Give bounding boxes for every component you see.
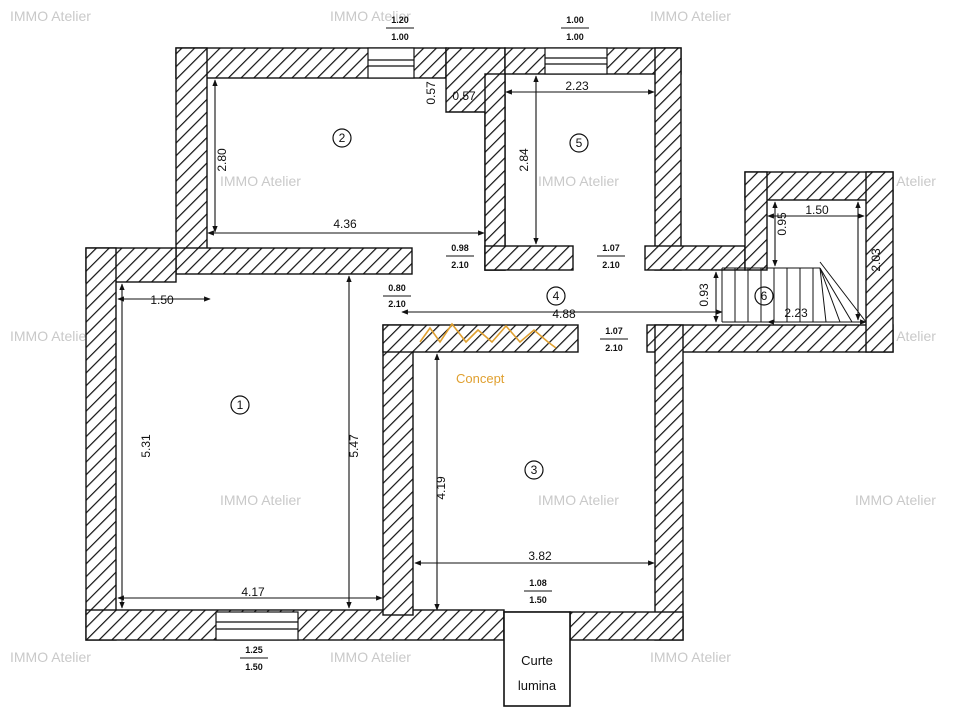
watermark-text: IMMO Atelier: [855, 492, 936, 508]
frac-win-r1-bottom: 1.50: [245, 662, 263, 672]
room-marker-3: [524, 460, 544, 480]
dim-r2-height: 2.80: [215, 148, 229, 172]
dim-r1-partial: 1.50: [150, 293, 174, 307]
wall: [865, 171, 894, 353]
watermark-text: IMMO Atelier: [650, 649, 731, 665]
watermark-text: IMMO Atelier: [10, 8, 91, 24]
room-number-2: 2: [339, 131, 346, 145]
room-number-3: 3: [531, 463, 538, 477]
frac-door-r2-top: 0.98: [451, 243, 469, 253]
room-marker-5: [569, 133, 589, 153]
wall: [654, 324, 684, 641]
wall: [744, 171, 768, 271]
dim-notch-h: 0.57: [452, 89, 476, 103]
wall: [382, 324, 579, 353]
wall: [569, 611, 684, 641]
watermark-text: IMMO Atelier: [220, 492, 301, 508]
opening-labels: 1.20 1.00 1.00 1.00 0.98 2.10 1.07 2.10 …: [240, 15, 628, 672]
dim-notch-v: 0.57: [424, 81, 438, 105]
watermark-text: IMMO Atelier: [330, 8, 411, 24]
walls: [85, 47, 894, 641]
window-room5: [544, 47, 608, 75]
wall: [484, 73, 506, 271]
concept-logo: Concept: [419, 322, 557, 386]
watermark-text: IMMO Atelier: [330, 649, 411, 665]
frac-win-r2-top: 1.20: [391, 15, 409, 25]
room-number-6: 6: [761, 289, 768, 303]
dim-r1-height-left: 5.31: [139, 434, 153, 458]
room-marker-2: [332, 128, 352, 148]
room-markers: [230, 128, 774, 480]
frac-door-r1-bottom: 2.10: [388, 299, 406, 309]
dim-stair-height: 2.03: [869, 248, 883, 272]
wall: [175, 247, 413, 275]
room-number-4: 4: [553, 289, 560, 303]
logo-text: Concept: [456, 371, 505, 386]
frac-win-r2-bottom: 1.00: [391, 32, 409, 42]
frac-win-r5-top: 1.00: [566, 15, 584, 25]
frac-win-r5-bottom: 1.00: [566, 32, 584, 42]
room-numbers: 1 2 3 4 5 6: [237, 131, 768, 477]
room-marker-6: [754, 286, 774, 306]
frac-door-r3-top: 1.07: [605, 326, 623, 336]
room-number-5: 5: [576, 136, 583, 150]
light-court: Curte lumina: [503, 611, 571, 707]
room-marker-4: [546, 286, 566, 306]
court-label-line1: Curte: [521, 653, 553, 668]
room-marker-1: [230, 395, 250, 415]
frac-win-r3-top: 1.08: [529, 578, 547, 588]
dim-hall-width: 0.93: [697, 283, 711, 307]
frac-win-r1-top: 1.25: [245, 645, 263, 655]
wall: [484, 245, 574, 271]
wall: [85, 247, 117, 641]
frac-door-r3-bottom: 2.10: [605, 343, 623, 353]
frac-win-r3-bottom: 1.50: [529, 595, 547, 605]
dimension-labels: 4.36 2.80 0.57 0.57 2.23 2.84 1.50 4.17 …: [139, 79, 883, 599]
frac-door-r2-bottom: 2.10: [451, 260, 469, 270]
dim-r3-height: 4.19: [434, 476, 448, 500]
watermark-text: IMMO Atelier: [10, 649, 91, 665]
frac-door-r5-bottom: 2.10: [602, 260, 620, 270]
window-room2: [367, 47, 415, 79]
watermark-text: IMMO Atelier: [220, 173, 301, 189]
dimension-lines: [117, 75, 867, 611]
dim-r5-height: 2.84: [517, 148, 531, 172]
watermark-text: IMMO Atelier: [538, 492, 619, 508]
frac-door-r1-top: 0.80: [388, 283, 406, 293]
watermark-text: IMMO Atelier: [650, 8, 731, 24]
room-number-1: 1: [237, 398, 244, 412]
watermark-text: IMMO Atelier: [538, 173, 619, 189]
wall: [175, 47, 208, 251]
frac-door-r5-top: 1.07: [602, 243, 620, 253]
dim-r2-width: 4.36: [333, 217, 357, 231]
dim-r3-width: 3.82: [528, 549, 552, 563]
dim-r5-width: 2.23: [565, 79, 589, 93]
dim-stair-width: 1.50: [805, 203, 829, 217]
wall: [646, 324, 894, 353]
wall: [382, 324, 414, 616]
dim-r1-width: 4.17: [241, 585, 265, 599]
watermark-text: IMMO Atelier: [10, 328, 91, 344]
dim-hall-length: 4.88: [552, 307, 576, 321]
court-label-line2: lumina: [518, 678, 557, 693]
watermarks: IMMO Atelier IMMO Atelier IMMO Atelier I…: [10, 8, 936, 665]
roofline-icon: [419, 322, 557, 349]
wall: [644, 245, 746, 271]
window-room1: [215, 611, 299, 641]
dim-stair-small: 0.95: [775, 212, 789, 236]
dim-stair-length: 2.23: [784, 306, 808, 320]
dim-r1-height-right: 5.47: [347, 434, 361, 458]
wall: [654, 47, 682, 271]
